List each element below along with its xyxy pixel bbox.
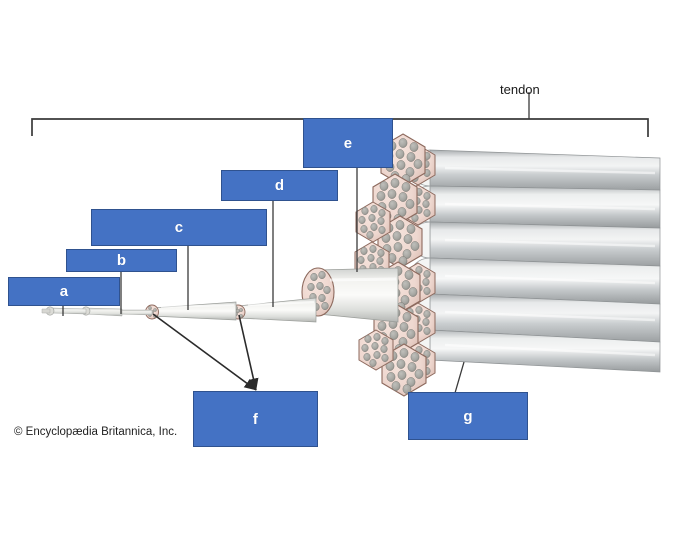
copyright-notice: © Encyclopædia Britannica, Inc. <box>14 426 178 438</box>
label-box-a[interactable]: a <box>8 277 120 306</box>
label-box-f[interactable]: f <box>193 391 318 447</box>
label-box-e[interactable]: e <box>303 118 393 168</box>
leader-arrows-f <box>152 313 259 391</box>
muscle-fiber-cylinder <box>301 267 399 323</box>
myofibril-segment <box>145 301 237 321</box>
leader-lines <box>62 92 530 394</box>
tendon-bundle <box>409 149 661 373</box>
label-tendon: tendon <box>500 82 540 97</box>
label-box-d[interactable]: d <box>221 170 338 201</box>
leader-line-g <box>454 361 465 394</box>
label-box-c[interactable]: c <box>91 209 267 246</box>
label-box-b[interactable]: b <box>66 249 177 272</box>
myofilament-strands <box>41 306 153 317</box>
label-box-g[interactable]: g <box>408 392 528 440</box>
